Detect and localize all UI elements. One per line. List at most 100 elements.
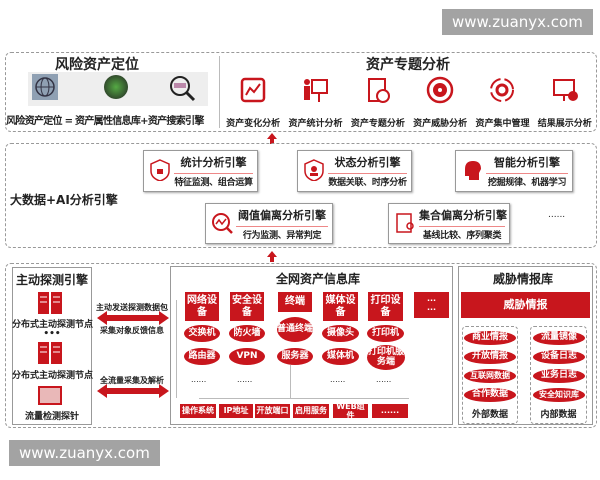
send-label: 主动发送探测数据包 (96, 303, 168, 312)
assets-dots: ...... (237, 375, 253, 384)
arrow-up-icon (267, 133, 277, 139)
divider (219, 56, 220, 128)
probe-dots: ••• (43, 329, 61, 339)
category-media[interactable]: 媒体设备 (323, 292, 358, 321)
magnifier-trend-icon (212, 213, 233, 234)
asset-item[interactable]: 摄像头 (322, 325, 359, 342)
flow-probe-icon (38, 386, 62, 405)
engine-more: ...... (548, 210, 566, 220)
topic-item[interactable]: 资产专题分析 (347, 76, 409, 129)
assets-title: 全网资产信息库 (276, 272, 361, 286)
assets-dots: ...... (191, 375, 207, 384)
category-terminal[interactable]: 终端 (278, 292, 312, 312)
external-item[interactable]: 互联网数据 (464, 369, 516, 383)
assets-dots: ...... (330, 375, 346, 384)
external-item[interactable]: 开放情报 (464, 350, 516, 364)
arrow-up-stem (270, 257, 274, 262)
bottom-section (5, 263, 597, 428)
engine-section (5, 143, 597, 248)
server-icon (38, 342, 62, 364)
internal-label: 内部数据 (540, 410, 577, 420)
bar-chart-icon (240, 77, 266, 103)
topic-item[interactable]: 资产威胁分析 (409, 76, 471, 129)
server-icon (38, 292, 62, 314)
shield-user-icon (304, 159, 324, 181)
doc-user-icon (396, 213, 414, 233)
probe-title: 主动探测引擎 (16, 273, 89, 287)
probe-node-label: 分布式主动探测节点 (12, 371, 94, 381)
watermark-top: www.zuanyx.com (442, 9, 593, 35)
internal-data-box (530, 326, 587, 424)
category-network[interactable]: 网络设备 (185, 292, 219, 321)
asset-item[interactable]: 普通终端 (277, 317, 313, 342)
double-arrow (97, 384, 169, 398)
internal-item[interactable]: 安全知识库 (533, 388, 585, 402)
feedback-label: 采集对象反馈信息 (100, 326, 164, 335)
arrow-up-stem (270, 139, 274, 144)
category-security[interactable]: 安全设备 (230, 292, 264, 321)
double-arrow (97, 311, 169, 325)
flow-probe-label: 流量检测探针 (24, 412, 79, 422)
asset-item[interactable]: 媒体机 (322, 348, 359, 365)
probe-panel (12, 267, 92, 425)
globe-icon (32, 74, 58, 100)
top-section (5, 52, 597, 132)
risk-icons (28, 72, 208, 106)
topic-items: 资产变化分析 资产统计分析 资产专题分析 资产威胁分析 资产集中管理 结果展示分… (222, 76, 596, 129)
category-print[interactable]: 打印设备 (368, 292, 403, 321)
topic-item[interactable]: 资产变化分析 (222, 76, 284, 129)
topic-item[interactable]: 资产集中管理 (471, 76, 533, 129)
threat-panel (458, 266, 593, 425)
topic-item[interactable]: 结果展示分析 (534, 76, 596, 129)
internal-item[interactable]: 设备日志 (533, 350, 585, 364)
watermark-bottom: www.zuanyx.com (9, 440, 160, 466)
engine-card: 统计分析引擎特征监测、组合运算 (143, 150, 258, 192)
risk-title: 风险资产定位 (55, 57, 139, 73)
gear-cycle-icon (490, 78, 515, 102)
asset-item[interactable]: 交换机 (184, 325, 220, 342)
connector (290, 365, 291, 398)
internal-item[interactable]: 流量镜像 (533, 331, 585, 345)
engine-title: 大数据+AI分析引擎 (10, 193, 118, 207)
asset-item[interactable]: 打印机服务端 (367, 345, 405, 370)
presenter-chart-icon (304, 79, 329, 102)
attr-tag[interactable]: 操作系统 (180, 404, 216, 418)
search-magnifier-icon (168, 74, 196, 102)
brain-head-icon (465, 161, 481, 180)
topic-title: 资产专题分析 (366, 57, 450, 73)
threat-title: 威胁情报库 (493, 272, 554, 286)
attr-tag[interactable]: ...... (372, 404, 408, 418)
connector (199, 398, 409, 399)
attr-tag[interactable]: 启用服务 (293, 404, 329, 418)
asset-item[interactable]: 打印机 (367, 325, 404, 342)
risk-formula: 风险资产定位 = 资产属性信息库+资产搜索引擎 (6, 116, 204, 127)
external-item[interactable]: 商业情报 (464, 331, 516, 345)
attr-tag[interactable]: IP地址 (219, 404, 253, 418)
engine-card: 智能分析引擎挖掘规律、机器学习 (455, 150, 573, 192)
threat-intel-bar: 威胁情报 (461, 292, 590, 318)
external-label: 外部数据 (471, 410, 508, 420)
external-data-box (462, 326, 518, 424)
asset-item[interactable]: 路由器 (184, 348, 220, 365)
clipboard-chart-icon (367, 78, 390, 103)
engine-card: 阈值偏离分析引擎行为监测、异常判定 (205, 203, 333, 244)
attr-tag[interactable]: WEB组件 (333, 402, 368, 420)
monitor-chart-icon (552, 79, 578, 101)
category-more[interactable]: ··· ··· (414, 292, 449, 318)
attr-tag[interactable]: 开放端口 (255, 404, 290, 418)
topic-item[interactable]: 资产统计分析 (284, 76, 346, 129)
asset-ball-icon (104, 75, 128, 99)
engine-card: 状态分析引擎数据关联、时序分析 (297, 150, 412, 192)
assets-panel (170, 266, 453, 425)
asset-item[interactable]: VPN (229, 348, 265, 365)
engine-card: 集合偏离分析引擎基线比较、序列聚类 (388, 203, 510, 244)
external-item[interactable]: 合作数据 (464, 388, 516, 402)
asset-item[interactable]: 防火墙 (229, 325, 265, 342)
internal-item[interactable]: 业务日志 (533, 369, 585, 383)
asset-item[interactable]: 服务器 (277, 348, 313, 365)
connector (176, 300, 177, 398)
arrow-up-icon (267, 251, 277, 257)
fullflow-label: 全流量采集及解析 (100, 376, 164, 385)
probe-node-label: 分布式主动探测节点 (12, 320, 94, 330)
radiation-icon (426, 76, 454, 104)
